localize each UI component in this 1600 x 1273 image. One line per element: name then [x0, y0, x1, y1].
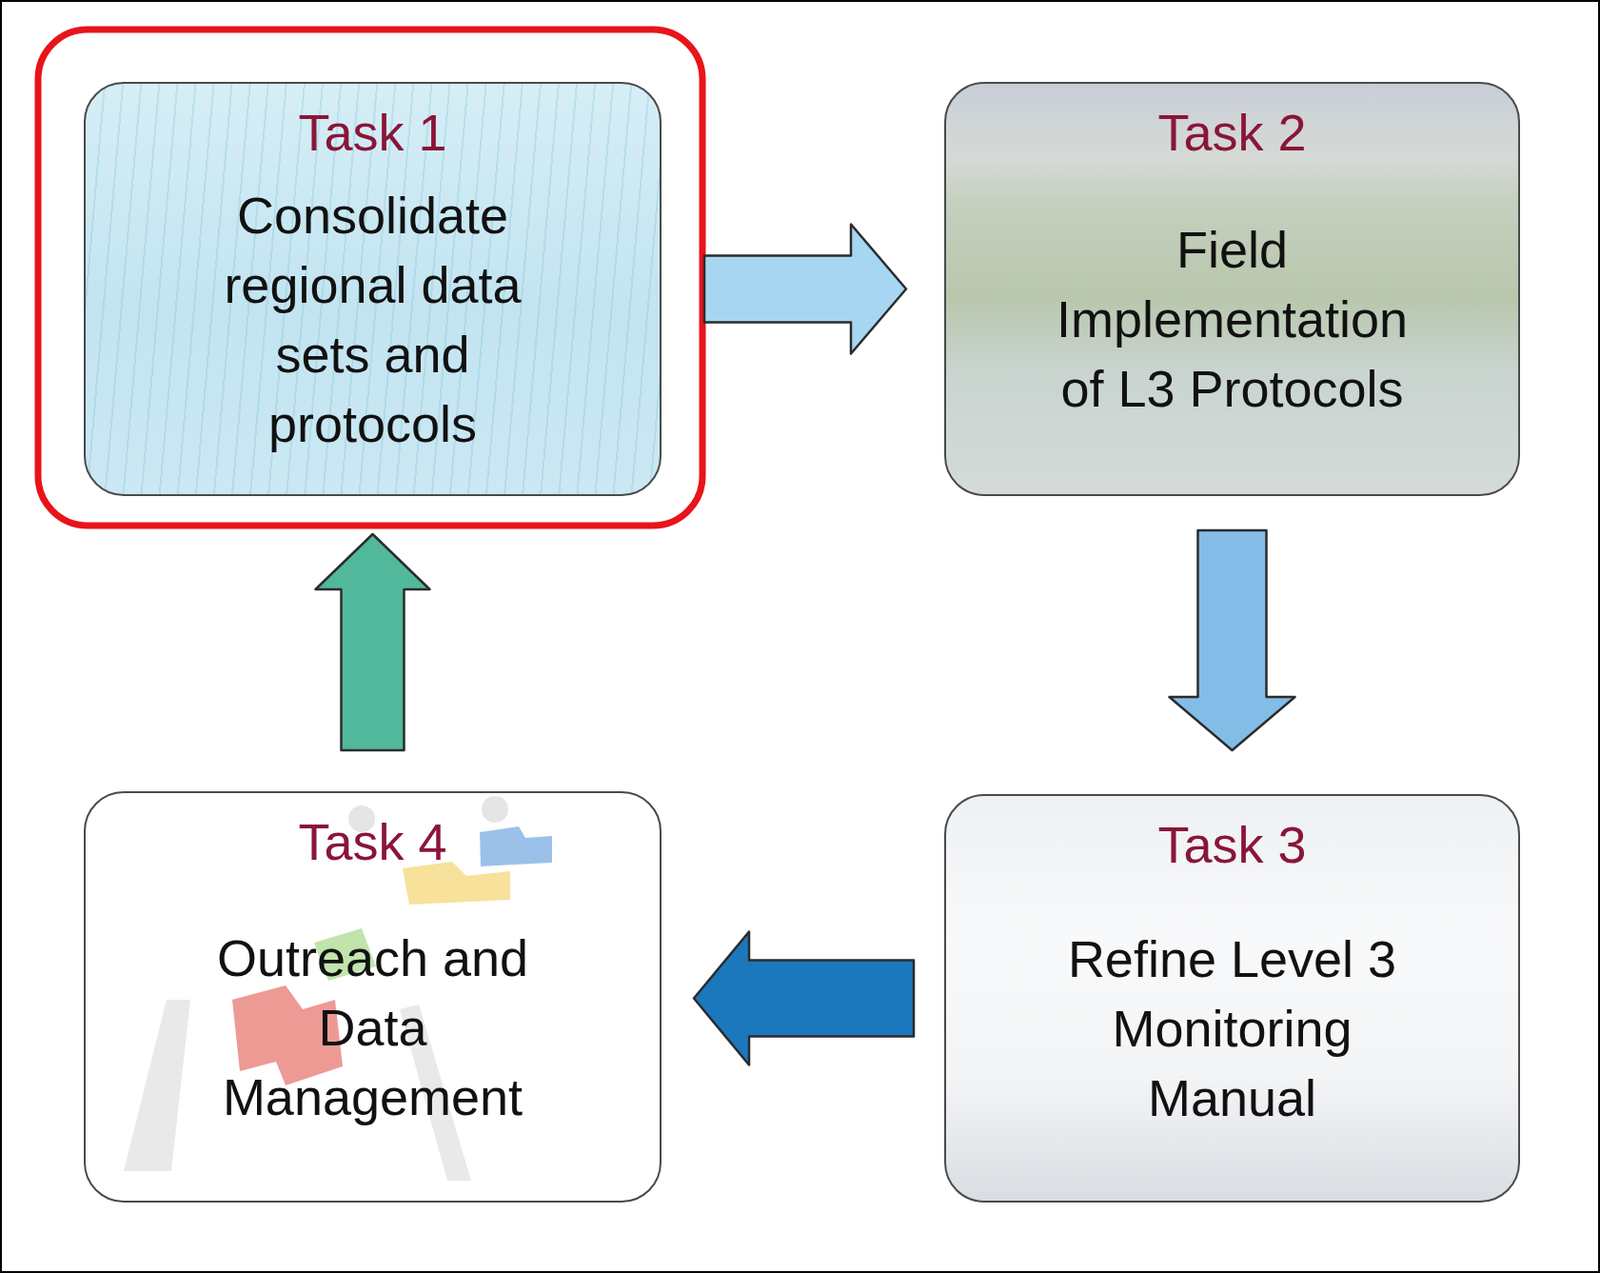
highlight-outline — [38, 29, 703, 526]
task-box: Task 2 Field Implementation of L3 Protoco… — [944, 81, 1521, 496]
task-description: Consolidate regional data sets and proto… — [201, 180, 545, 459]
task-body-area: Consolidate regional data sets and proto… — [104, 163, 641, 475]
task-box: Task 1 Consolidate regional data sets and… — [83, 81, 662, 496]
task-number: Task 1 — [297, 100, 447, 164]
task-body-area: Field Implementation of L3 Protocols — [965, 163, 1500, 475]
task-body-area: Refine Level 3 Monitoring Manual — [965, 875, 1500, 1182]
task-box: Task 3 Refine Level 3 Monitoring Manual — [944, 793, 1521, 1203]
task-number: Task 3 — [1157, 812, 1306, 876]
task-description: Field Implementation of L3 Protocols — [1032, 215, 1433, 424]
task-number: Task 4 — [297, 809, 447, 873]
task-number: Task 2 — [1157, 100, 1306, 164]
task-description: Outreach and Data Management — [201, 923, 545, 1132]
block-arrow — [1169, 530, 1296, 751]
block-arrow — [316, 533, 431, 751]
task-body-area: Outreach and Data Management — [104, 872, 641, 1182]
puzzle-figures — [123, 795, 553, 1181]
block-arrow — [693, 931, 914, 1066]
task-description: Refine Level 3 Monitoring Manual — [1051, 924, 1414, 1133]
task-box: Task 4 Outreach and Data Management — [83, 790, 662, 1203]
block-arrow — [704, 224, 907, 355]
